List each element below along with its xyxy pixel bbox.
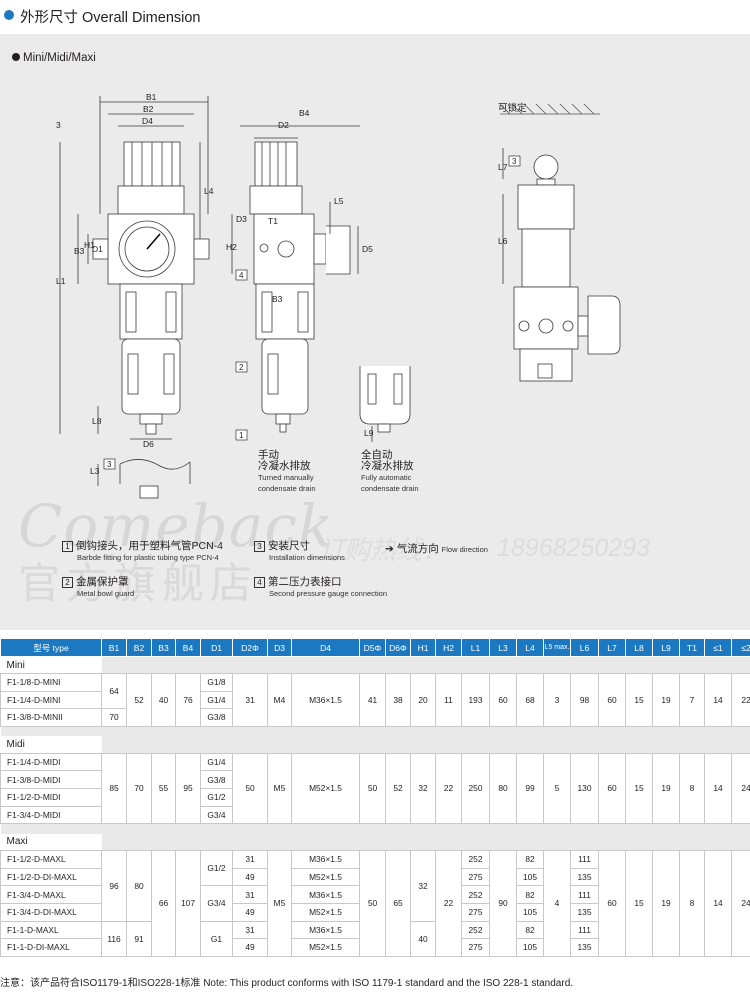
dim-B3-side: B3 <box>272 294 283 304</box>
lock-icon <box>533 154 559 180</box>
svg-text:4: 4 <box>239 271 244 280</box>
dim-D3: D3 <box>236 214 247 224</box>
dim-D4: D4 <box>142 116 153 126</box>
dim-H1: H1 <box>84 240 95 250</box>
dim-B4: B4 <box>299 108 310 118</box>
dim-L4: L4 <box>204 186 214 196</box>
flow-direction: ➔ 气流方向 Flow direction <box>385 543 488 555</box>
manual-drain-caption: 手动 冷凝水排放 Turned manually condensate drai… <box>258 449 316 494</box>
dim-B3: B3 <box>74 246 85 256</box>
dim-L8: L8 <box>92 416 102 426</box>
dim-D6: D6 <box>143 439 154 449</box>
dim-D2: D2 <box>278 120 289 130</box>
dim-L3: L3 <box>90 466 100 476</box>
standards-note: 注意：该产品符合ISO1179-1和ISO228-1标准 Note: This … <box>0 978 574 989</box>
drawing-subtitle: Mini/Midi/Maxi <box>12 52 96 64</box>
dim-D1: D1 <box>92 244 103 254</box>
dim-L9: L9 <box>364 428 374 438</box>
svg-text:1: 1 <box>239 431 244 440</box>
group-row-maxi: Maxi <box>0 833 750 851</box>
group-row-mini: Mini <box>0 656 750 674</box>
technical-drawing: Mini/Midi/Maxi 可锁定 <box>0 34 750 630</box>
watermark-phone: 18968250293 <box>497 534 650 562</box>
drawing-svg: B1 B2 D4 B4 D2 3 B3 H1 D1 H2 D3 T1 L5 D5… <box>56 92 621 499</box>
body-2 <box>253 213 315 285</box>
flow-arrow-icon: ➔ <box>385 543 394 555</box>
bullet-icon <box>12 53 20 61</box>
dim-B2: B2 <box>143 104 154 114</box>
dim-D5: D5 <box>362 244 373 254</box>
auto-drain-caption: 全自动 冷凝水排放 Fully automatic condensate dra… <box>361 449 419 494</box>
lockable-label: 可锁定 <box>498 103 527 114</box>
group-row-midi: Midi <box>0 736 750 754</box>
table-row: F1-1/4-D-MIDI 85 70 55 95 G1/4 50 M5 M52… <box>0 752 750 825</box>
dim-L5: L5 <box>334 196 344 206</box>
watermark-brand: Comeback <box>18 492 334 560</box>
watermark-store: 官方旗舰店 <box>18 560 259 607</box>
svg-text:3: 3 <box>107 460 112 469</box>
svg-text:3: 3 <box>512 157 517 166</box>
bullet-icon <box>4 10 14 20</box>
watermark-hotline: 订购热线： <box>318 535 449 565</box>
table-row: F1-1/2-D-MAXL 96 80 66 107 G1/2 31 M5 M3… <box>0 850 750 957</box>
section-title: 外形尺寸 Overall Dimension <box>20 10 201 26</box>
dim-L6: L6 <box>498 236 508 246</box>
dim-L1: L1 <box>56 276 66 286</box>
dim-T1: T1 <box>268 216 278 226</box>
knob-2 <box>254 141 298 187</box>
dim-B1: B1 <box>146 92 157 102</box>
section-header: 外形尺寸 Overall Dimension <box>0 0 750 34</box>
svg-text:2: 2 <box>239 363 244 372</box>
table-row: F1-1/8-D-MINI 64 52 40 76 G1/8 31 M4 M36… <box>0 672 750 727</box>
dim-H2: H2 <box>226 242 237 252</box>
dim-L7: L7 <box>498 162 508 172</box>
dim-3: 3 <box>56 120 61 130</box>
